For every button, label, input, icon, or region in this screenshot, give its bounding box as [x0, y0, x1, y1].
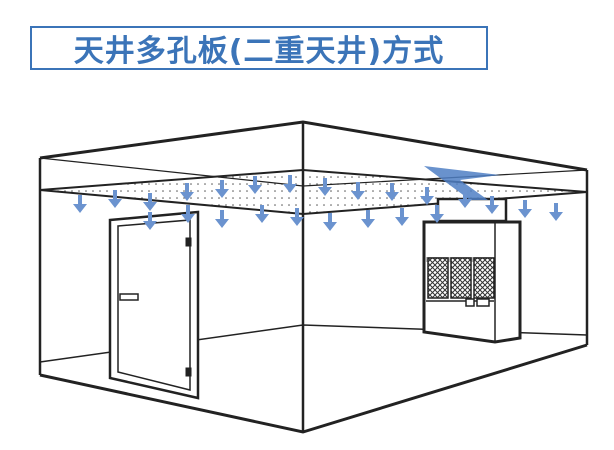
down-arrow-icon: [248, 176, 262, 194]
down-arrow-icon: [73, 195, 87, 213]
down-arrow-icon: [215, 180, 229, 198]
diagram-title: 天井多孔板(二重天井)方式: [73, 34, 445, 69]
down-arrow-icon: [351, 182, 365, 200]
down-arrow-icon: [458, 190, 472, 208]
unit-grille: [450, 257, 472, 299]
down-arrow-icon: [318, 178, 332, 196]
down-arrow-icon: [323, 213, 337, 231]
control-panel: [476, 298, 490, 307]
unit-duct: [436, 197, 508, 223]
control-panel: [465, 298, 475, 307]
down-arrow-icon: [255, 205, 269, 223]
door-handle: [119, 293, 139, 301]
down-arrow-icon: [215, 210, 229, 228]
airflow-arrows: [73, 175, 563, 231]
door: [108, 210, 200, 400]
return-air-arrow: [424, 166, 500, 200]
down-arrow-icon: [290, 208, 304, 226]
down-arrow-icon: [385, 183, 399, 201]
down-arrow-icon: [181, 205, 195, 223]
down-arrow-icon: [143, 193, 157, 211]
down-arrow-icon: [485, 196, 499, 214]
down-arrow-icon: [395, 208, 409, 226]
down-arrow-icon: [180, 183, 194, 201]
air-conditioning-unit: [422, 197, 522, 344]
down-arrow-icon: [283, 175, 297, 193]
unit-grille: [427, 257, 449, 299]
down-arrow-icon: [549, 203, 563, 221]
down-arrow-icon: [143, 212, 157, 230]
down-arrow-icon: [420, 187, 434, 205]
down-arrow-icon: [108, 190, 122, 208]
down-arrow-icon: [361, 210, 375, 228]
unit-grille: [473, 257, 495, 299]
down-arrow-icon: [518, 200, 532, 218]
down-arrow-icon: [430, 205, 444, 223]
title-box: 天井多孔板(二重天井)方式: [30, 26, 488, 70]
